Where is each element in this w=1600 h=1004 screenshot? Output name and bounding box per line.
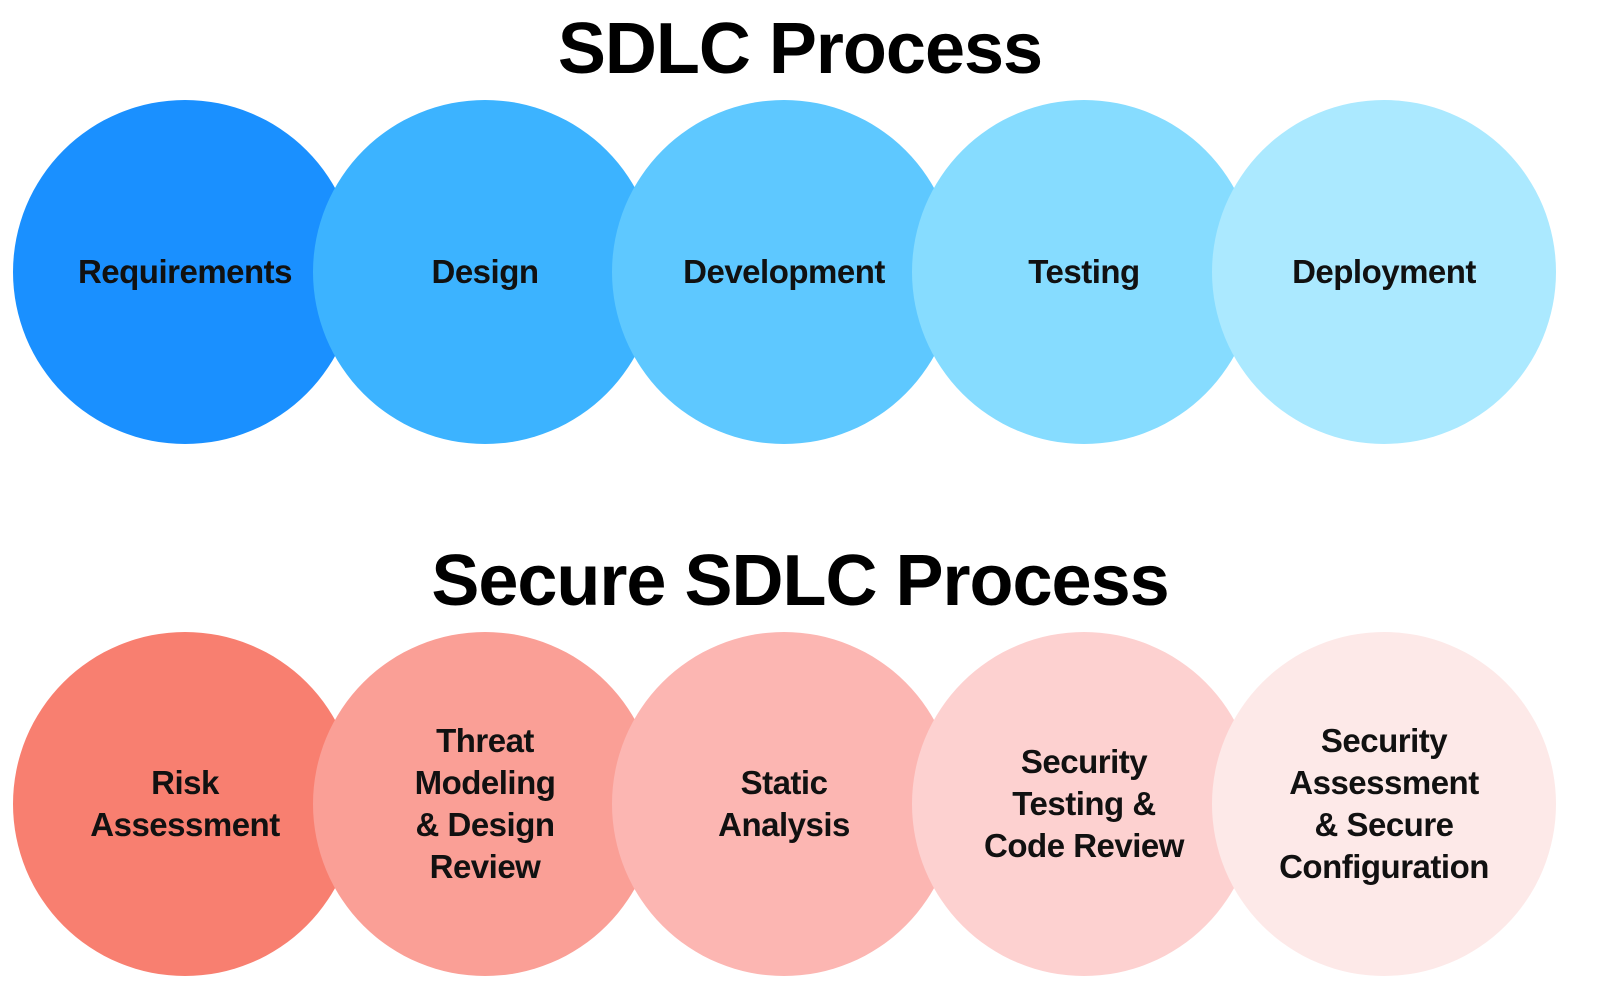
stage-label: Testing <box>1028 253 1140 290</box>
stage-label: Security Testing & Code Review <box>984 743 1184 864</box>
sdlc-stage-development: Development <box>612 100 956 444</box>
stage-label: Development <box>683 253 885 290</box>
stage-label: Threat Modeling & Design Review <box>414 722 556 885</box>
sdlc-stage-design: Design <box>313 100 657 444</box>
stage-label: Design <box>431 253 539 290</box>
secure-stage-risk-assessment: Risk Assessment <box>13 632 357 976</box>
sdlc-title: SDLC Process <box>557 9 1043 89</box>
sdlc-stage-requirements: Requirements <box>13 100 357 444</box>
stage-label: Risk Assessment <box>90 764 280 843</box>
secure-stage-static-analysis: Static Analysis <box>612 632 956 976</box>
secure-stage-threat-modeling: Threat Modeling & Design Review <box>313 632 657 976</box>
stage-label: Security Assessment & Secure Configurati… <box>1279 722 1489 885</box>
secure-stage-security-assessment: Security Assessment & Secure Configurati… <box>1212 632 1556 976</box>
stage-label: Deployment <box>1292 253 1476 290</box>
sdlc-stage-deployment: Deployment <box>1212 100 1556 444</box>
sdlc-stage-testing: Testing <box>912 100 1256 444</box>
stage-label: Requirements <box>77 253 293 290</box>
stage-label: Static Analysis <box>718 764 850 843</box>
secure-sdlc-title: Secure SDLC Process <box>431 541 1169 621</box>
secure-stage-security-testing: Security Testing & Code Review <box>912 632 1256 976</box>
